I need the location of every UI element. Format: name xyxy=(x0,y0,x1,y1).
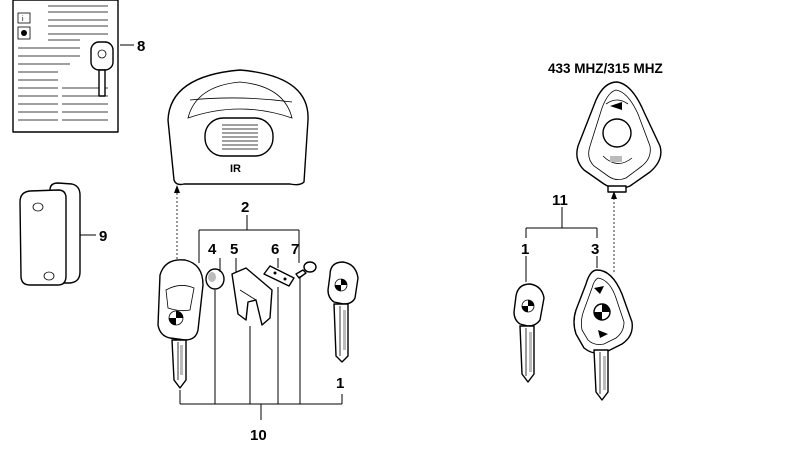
callout-10: 10 xyxy=(250,427,267,444)
callout-8: 8 xyxy=(137,38,145,55)
callout-3: 3 xyxy=(591,241,599,258)
callout-1-left: 1 xyxy=(336,375,344,392)
svg-text:i: i xyxy=(22,16,24,23)
callout-5: 5 xyxy=(230,241,238,258)
ir-key xyxy=(157,259,204,389)
cap-part-4 xyxy=(205,268,225,290)
ir-label: IR xyxy=(230,163,241,175)
callout-7: 7 xyxy=(291,241,299,258)
plate-part-6 xyxy=(263,265,295,287)
key-case xyxy=(19,182,81,286)
callout-6: 6 xyxy=(271,241,279,258)
remote-key xyxy=(573,269,633,401)
ir-housing-shell xyxy=(167,69,309,186)
pin-part-7 xyxy=(295,261,317,279)
instruction-card: i xyxy=(12,0,119,133)
callout-11: 11 xyxy=(552,192,568,209)
remote-housing xyxy=(576,81,662,193)
callout-1-right: 1 xyxy=(521,241,529,258)
mechanical-key xyxy=(327,261,359,363)
callout-2: 2 xyxy=(241,199,249,216)
callout-9: 9 xyxy=(99,228,107,245)
mechanical-key-right xyxy=(513,283,545,383)
callout-4: 4 xyxy=(208,241,217,258)
frequency-label: 433 MHZ/315 MHZ xyxy=(548,61,663,76)
bracket-part-5 xyxy=(231,267,273,326)
